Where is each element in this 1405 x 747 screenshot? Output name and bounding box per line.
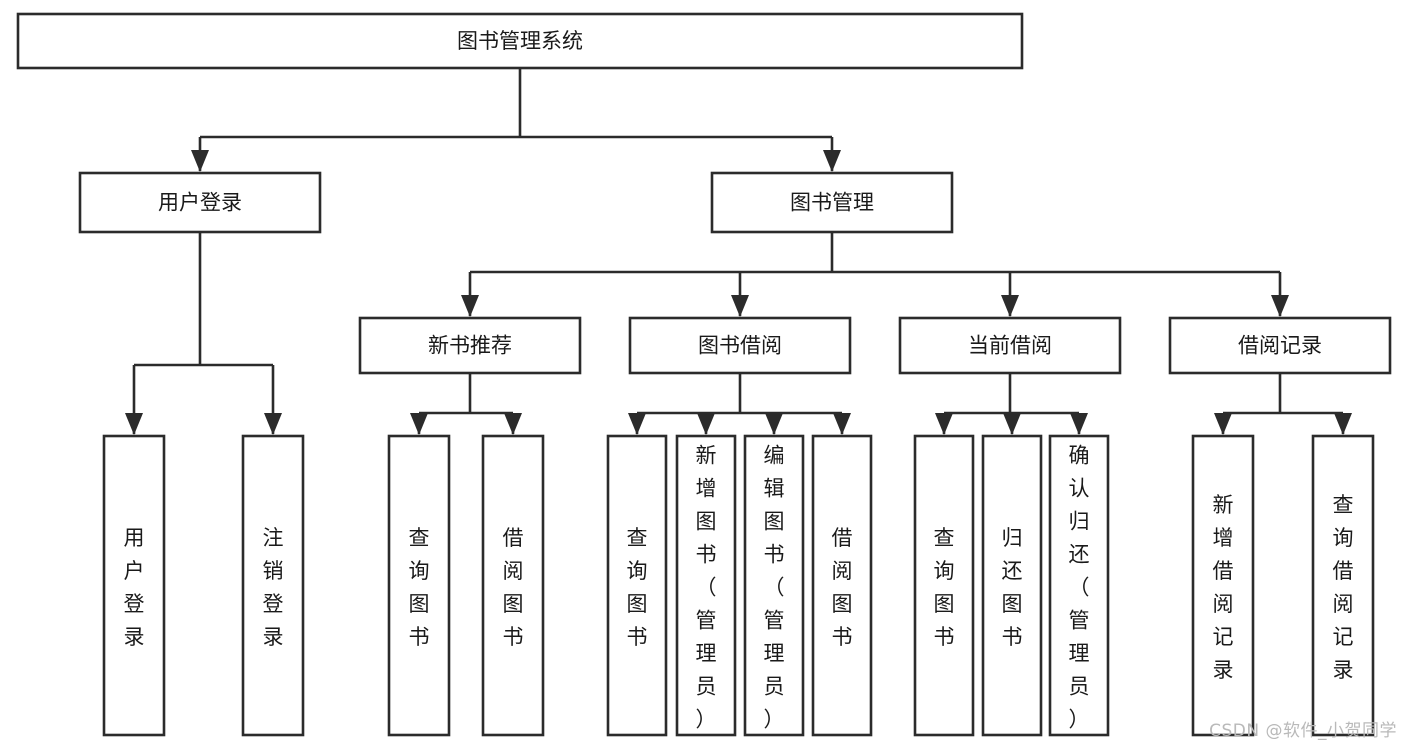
node-leaf-edit-book-label: 编辑图书（管理员） <box>764 444 785 732</box>
arrow-head-icon <box>1070 413 1088 435</box>
node-leaf-query-book-rec-label: 查询图书 <box>409 526 430 649</box>
arrow-head-icon <box>410 413 428 435</box>
node-new-book-recommend-box[interactable] <box>358 316 582 375</box>
node-leaf-borrow-book-rec-label: 借阅图书 <box>503 526 524 649</box>
arrow-head-icon <box>461 295 479 317</box>
arrow-head-icon <box>264 413 282 435</box>
node-leaf-add-book-label: 新增图书（管理员） <box>696 444 717 732</box>
node-leaf-query-book-rec[interactable]: 查询图书 <box>387 434 451 737</box>
node-leaf-user-login-label: 用户登录 <box>124 526 145 649</box>
node-leaf-user-login-box[interactable] <box>102 434 166 737</box>
arrow-head-icon <box>1271 295 1289 317</box>
node-root-root-box[interactable] <box>16 12 1024 70</box>
node-leaf-query-book-rec-box[interactable] <box>387 434 451 737</box>
node-leaf-return-book-label: 归还图书 <box>1002 526 1023 649</box>
node-leaf-borrow-book-label: 借阅图书 <box>832 526 853 649</box>
node-root-root-label: 图书管理系统 <box>457 29 583 53</box>
node-leaf-query-book-current-box[interactable] <box>913 434 975 737</box>
node-leaf-query-record[interactable]: 查询借阅记录 <box>1311 434 1375 737</box>
nodes-layer: 图书管理系统用户登录图书管理新书推荐图书借阅当前借阅借阅记录用户登录注销登录查询… <box>16 12 1392 737</box>
node-leaf-query-book-current-label: 查询图书 <box>934 526 955 649</box>
node-leaf-return-book[interactable]: 归还图书 <box>981 434 1043 737</box>
node-leaf-return-book-box[interactable] <box>981 434 1043 737</box>
node-leaf-edit-book[interactable]: 编辑图书（管理员） <box>743 434 805 737</box>
node-borrow-record-box[interactable] <box>1168 316 1392 375</box>
arrow-head-icon <box>765 413 783 435</box>
arrow-head-icon <box>1214 413 1232 435</box>
node-book-manage[interactable]: 图书管理 <box>710 171 954 234</box>
node-leaf-add-record-box[interactable] <box>1191 434 1255 737</box>
arrow-head-icon <box>935 413 953 435</box>
node-leaf-query-book-borrow[interactable]: 查询图书 <box>606 434 668 737</box>
csdn-watermark: CSDN @软件_小贺同学 <box>1209 721 1397 741</box>
connectors-layer <box>125 68 1352 435</box>
node-current-borrow-box[interactable] <box>898 316 1122 375</box>
node-user-login-label: 用户登录 <box>158 191 242 215</box>
node-new-book-recommend-label: 新书推荐 <box>428 334 512 358</box>
node-root-root[interactable]: 图书管理系统 <box>16 12 1024 70</box>
node-leaf-logout[interactable]: 注销登录 <box>241 434 305 737</box>
arrow-head-icon <box>1001 295 1019 317</box>
node-leaf-borrow-book-rec[interactable]: 借阅图书 <box>481 434 545 737</box>
node-current-borrow[interactable]: 当前借阅 <box>898 316 1122 375</box>
node-borrow-record-label: 借阅记录 <box>1238 334 1322 358</box>
node-leaf-add-record[interactable]: 新增借阅记录 <box>1191 434 1255 737</box>
arrow-head-icon <box>1334 413 1352 435</box>
node-leaf-add-record-label: 新增借阅记录 <box>1213 493 1234 682</box>
node-leaf-borrow-book-rec-box[interactable] <box>481 434 545 737</box>
node-leaf-add-book[interactable]: 新增图书（管理员） <box>675 434 737 737</box>
node-user-login[interactable]: 用户登录 <box>78 171 322 234</box>
node-book-borrow-label: 图书借阅 <box>698 334 782 358</box>
arrow-head-icon <box>1003 413 1021 435</box>
node-leaf-logout-box[interactable] <box>241 434 305 737</box>
node-book-borrow-box[interactable] <box>628 316 852 375</box>
node-leaf-query-record-label: 查询借阅记录 <box>1333 493 1354 682</box>
arrow-head-icon <box>125 413 143 435</box>
node-leaf-query-record-box[interactable] <box>1311 434 1375 737</box>
node-leaf-add-book-box[interactable] <box>675 434 737 737</box>
node-leaf-query-book-borrow-box[interactable] <box>606 434 668 737</box>
arrow-head-icon <box>504 413 522 435</box>
node-book-manage-box[interactable] <box>710 171 954 234</box>
node-leaf-confirm-return-box[interactable] <box>1048 434 1110 737</box>
node-leaf-confirm-return-label: 确认归还（管理员） <box>1069 444 1090 732</box>
arrow-head-icon <box>833 413 851 435</box>
node-leaf-query-book-borrow-label: 查询图书 <box>627 526 648 649</box>
node-leaf-borrow-book-box[interactable] <box>811 434 873 737</box>
arrow-head-icon <box>191 150 209 172</box>
node-leaf-user-login[interactable]: 用户登录 <box>102 434 166 737</box>
arrow-head-icon <box>697 413 715 435</box>
node-user-login-box[interactable] <box>78 171 322 234</box>
node-leaf-logout-label: 注销登录 <box>263 526 284 649</box>
arrow-head-icon <box>731 295 749 317</box>
node-new-book-recommend[interactable]: 新书推荐 <box>358 316 582 375</box>
node-borrow-record[interactable]: 借阅记录 <box>1168 316 1392 375</box>
node-leaf-confirm-return[interactable]: 确认归还（管理员） <box>1048 434 1110 737</box>
node-leaf-edit-book-box[interactable] <box>743 434 805 737</box>
node-book-manage-label: 图书管理 <box>790 191 874 215</box>
arrow-head-icon <box>628 413 646 435</box>
node-leaf-query-book-current[interactable]: 查询图书 <box>913 434 975 737</box>
node-book-borrow[interactable]: 图书借阅 <box>628 316 852 375</box>
arrow-head-icon <box>823 150 841 172</box>
node-leaf-borrow-book[interactable]: 借阅图书 <box>811 434 873 737</box>
node-current-borrow-label: 当前借阅 <box>968 334 1052 358</box>
